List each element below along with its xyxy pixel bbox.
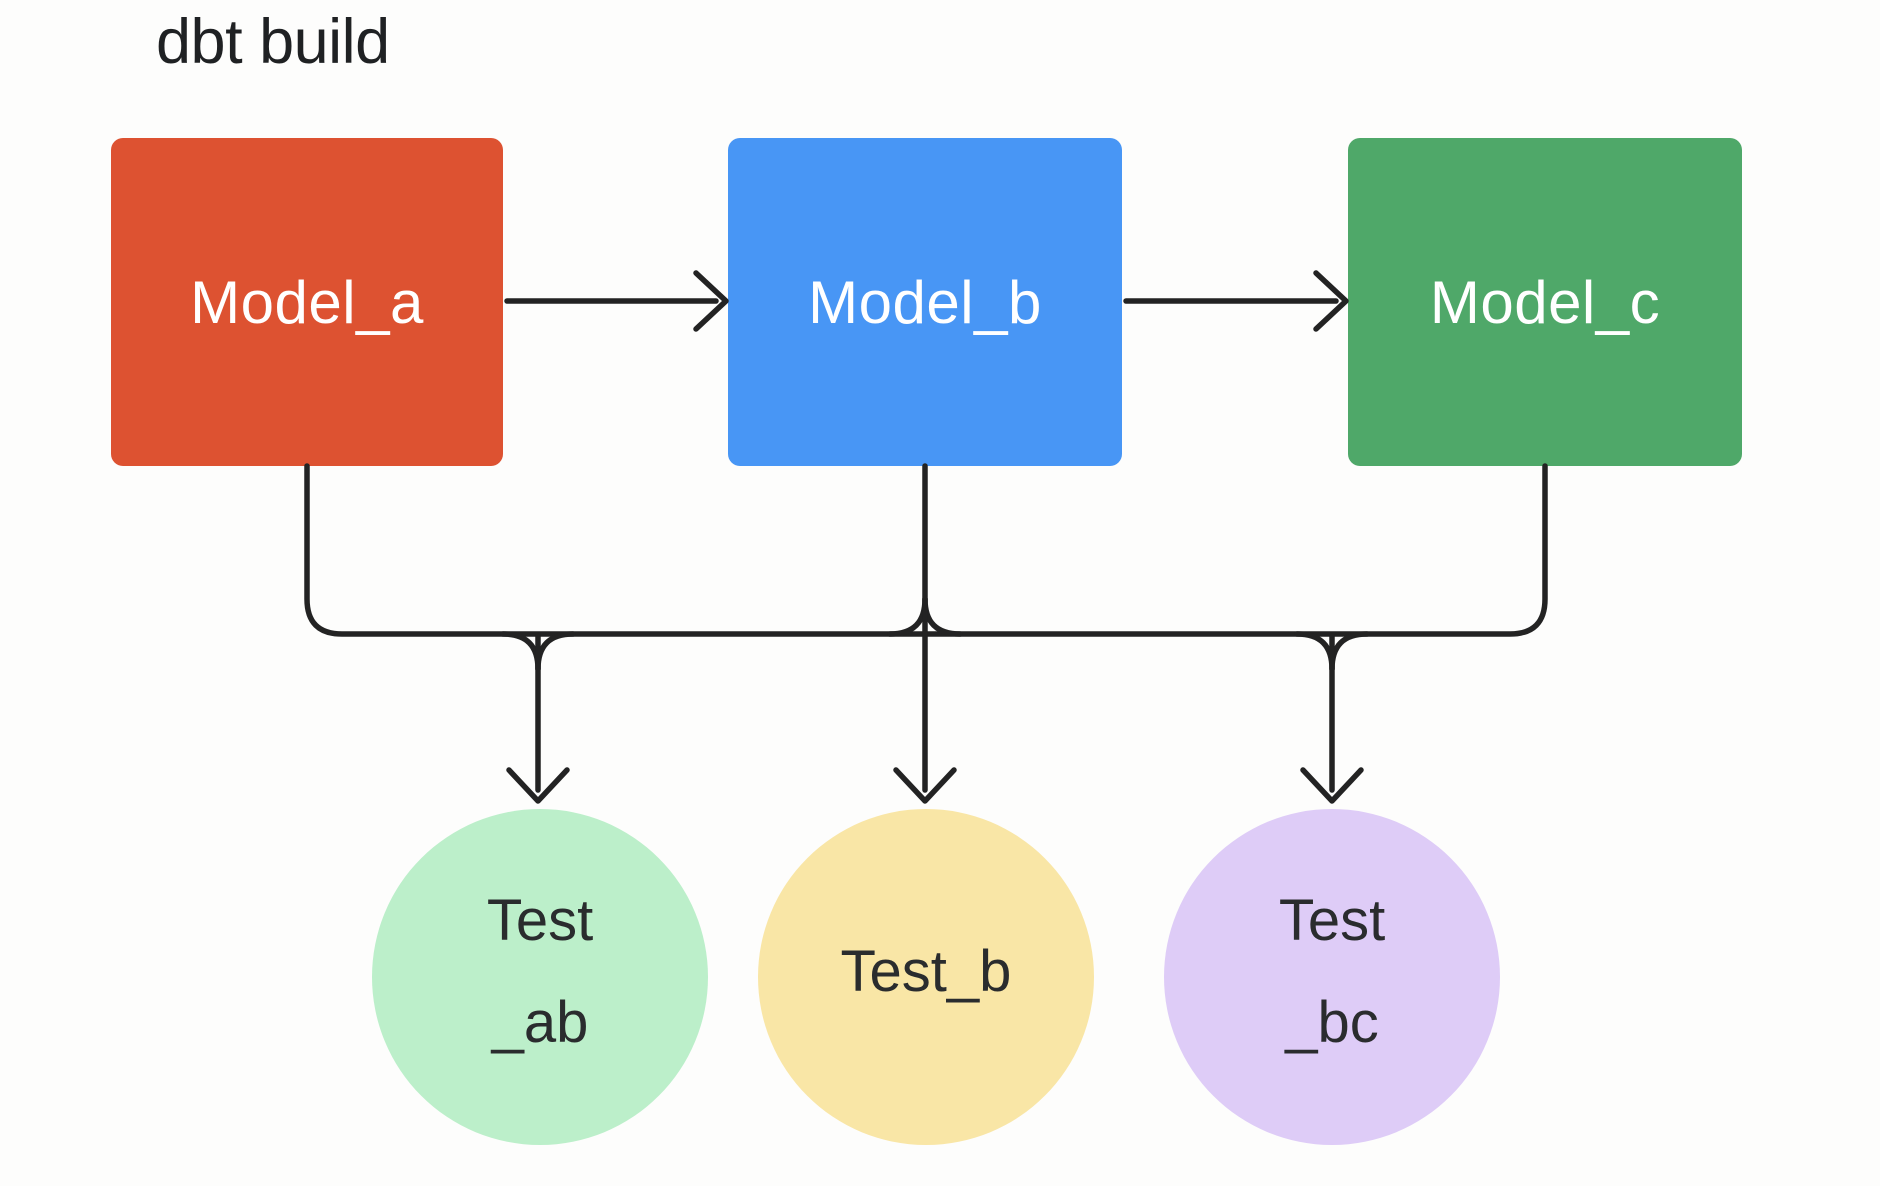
node-test-b[interactable]: Test_b <box>758 809 1094 1145</box>
node-test-bc-line2: _bc <box>1285 990 1379 1055</box>
node-test-bc-label: Test _bc <box>1279 870 1385 1074</box>
node-model-a[interactable]: Model_a <box>111 138 503 466</box>
node-test-bc-line1: Test <box>1278 888 1386 953</box>
node-model-c-label: Model_c <box>1429 268 1661 336</box>
edge-bus-fillet-test-ab-right <box>535 631 576 672</box>
node-model-b[interactable]: Model_b <box>728 138 1122 466</box>
node-model-a-label: Model_a <box>190 268 424 336</box>
edge-bus <box>304 463 1548 637</box>
edge-bus-fillet-test-bc-right <box>1329 631 1370 672</box>
edge-model-a-to-model-b-arrowhead-icon <box>693 270 729 332</box>
edge-to-test-bc-arrowhead-icon <box>1300 767 1364 804</box>
edge-bus-fillet-test-ab-left <box>500 631 541 672</box>
edge-bus-fillet-test-bc-left <box>1294 631 1335 672</box>
edge-model-b-bus-fillet-left <box>887 596 928 637</box>
node-test-ab-label: Test _ab <box>487 870 593 1074</box>
node-test-b-line1: Test_b <box>840 939 1012 1004</box>
node-test-ab[interactable]: Test _ab <box>372 809 708 1145</box>
node-test-bc[interactable]: Test _bc <box>1164 809 1500 1145</box>
node-test-ab-line2: _ab <box>491 990 589 1055</box>
node-test-b-label: Test_b <box>841 921 1012 1023</box>
edge-model-b-to-model-c-arrowhead-icon <box>1313 270 1349 332</box>
node-test-ab-line1: Test <box>486 888 594 953</box>
diagram-title: dbt build <box>156 7 390 77</box>
edge-model-b-bus-fillet-right <box>922 596 963 637</box>
edge-to-test-b-arrowhead-icon <box>893 767 957 804</box>
edge-to-test-ab-arrowhead-icon <box>506 767 570 804</box>
node-model-c[interactable]: Model_c <box>1348 138 1742 466</box>
node-model-b-label: Model_b <box>808 268 1042 336</box>
